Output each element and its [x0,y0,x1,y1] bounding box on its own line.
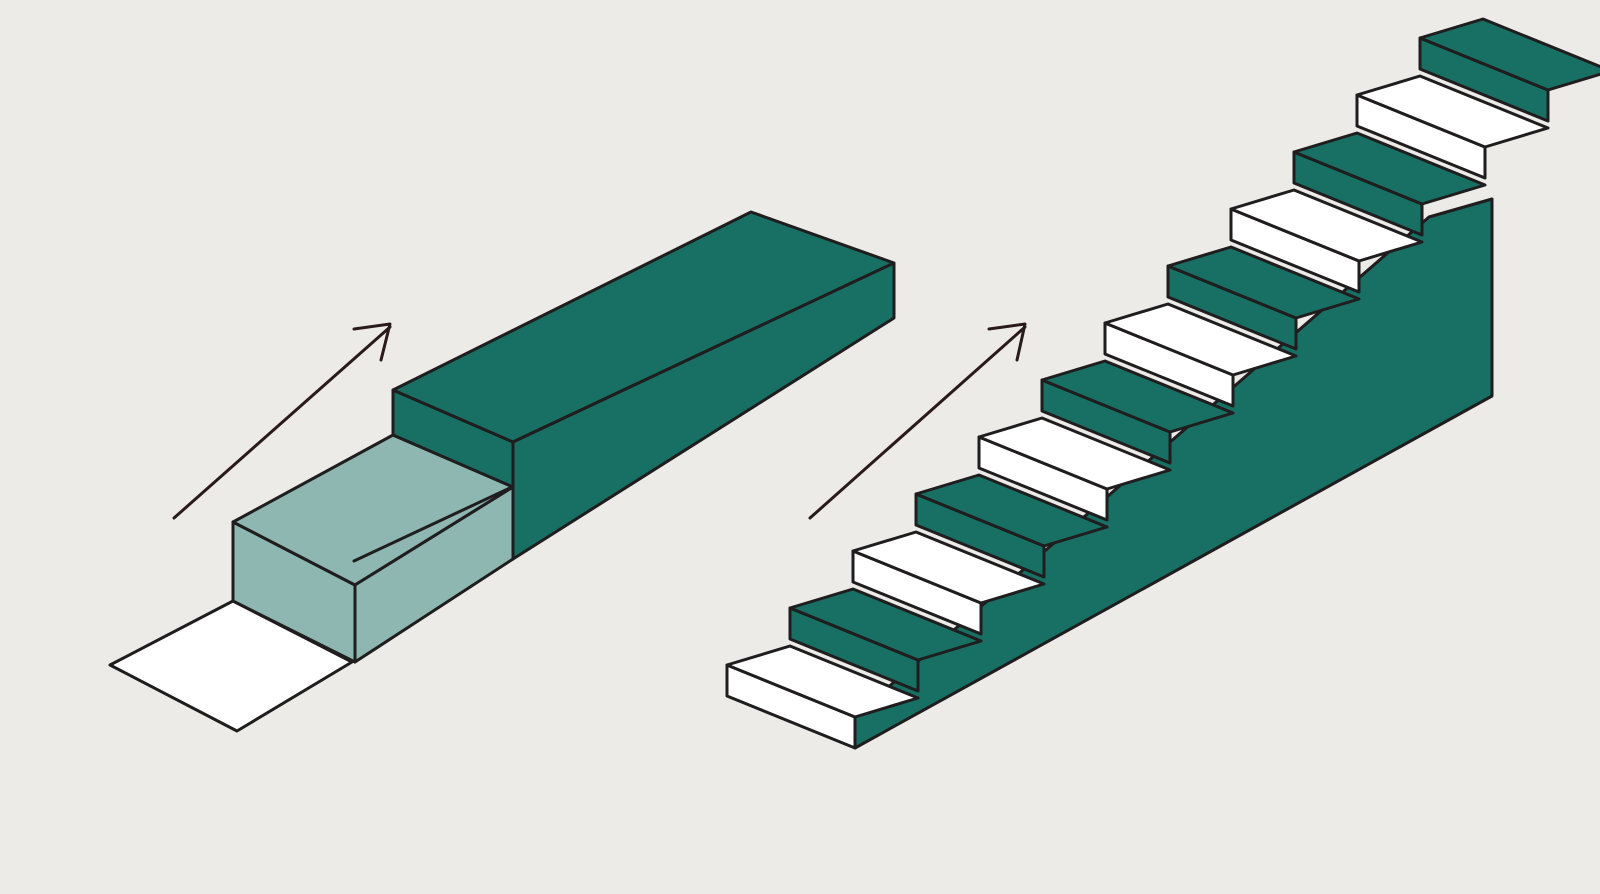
stair-tread [1229,188,1424,263]
stair-tread [1355,74,1550,149]
stair-tread [725,644,920,719]
stair-tread [788,587,983,662]
stair-tread [1040,359,1235,434]
arrow-up-right-icon [808,322,1027,520]
stair-tread [1292,131,1487,206]
stair-tread [851,530,1046,605]
two-step-block [108,210,896,733]
stair-tread [1166,245,1361,320]
arrow-up-right-icon [172,322,392,520]
long-block-side [511,261,896,561]
stair-tread [1103,302,1298,377]
stair-tread [1418,17,1600,92]
stair-tread [977,416,1172,491]
stair-tread [914,473,1109,548]
many-step-staircase [725,17,1600,750]
step-edge-line [352,485,514,563]
